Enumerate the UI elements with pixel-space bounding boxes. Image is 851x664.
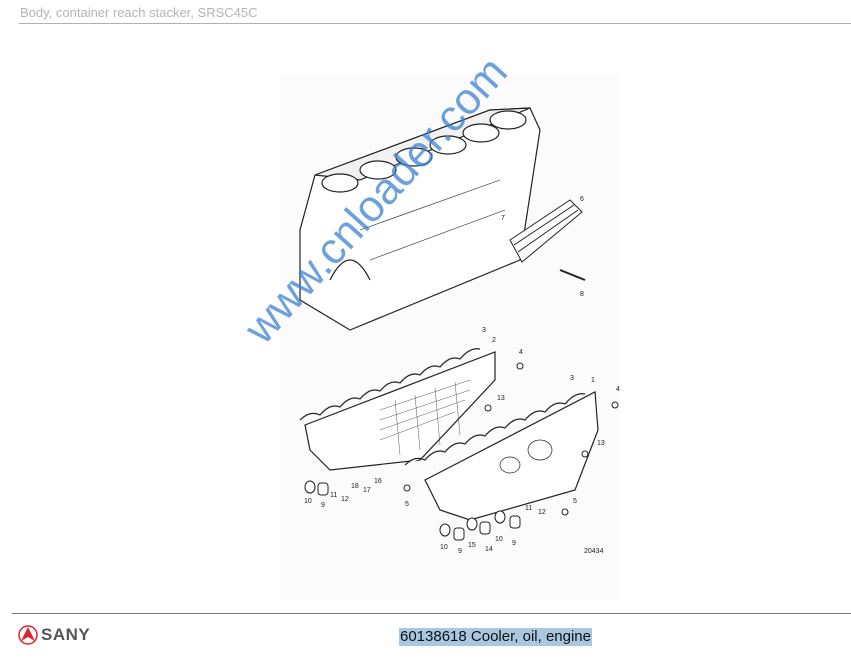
callout: 12 <box>341 496 349 503</box>
callout: 5 <box>573 498 577 505</box>
oil-pan-left <box>299 348 496 471</box>
callout: 14 <box>485 546 493 553</box>
callout: 6 <box>580 196 584 203</box>
oil-cooler <box>509 199 586 281</box>
callout: 13 <box>497 395 505 402</box>
callout-numbers: 6 7 8 3 2 4 13 3 1 4 13 10 9 11 12 18 17… <box>304 196 620 555</box>
callout: 10 <box>495 536 503 543</box>
footer-divider <box>12 613 851 614</box>
callout: 15 <box>468 542 476 549</box>
callout: 17 <box>363 487 371 494</box>
callout: 16 <box>374 478 382 485</box>
header-divider <box>19 23 851 24</box>
callout: 18 <box>351 483 359 490</box>
part-caption: 60138618 Cooler, oil, engine <box>399 628 592 646</box>
callout: 11 <box>330 492 337 499</box>
callout: 2 <box>492 337 496 344</box>
callout: 8 <box>580 291 584 298</box>
callout: 3 <box>482 327 486 334</box>
brand-name: SANY <box>41 625 91 644</box>
callout: 4 <box>616 386 620 393</box>
callout: 12 <box>538 509 546 516</box>
callout: 11 <box>525 505 532 512</box>
sany-logo: SANY <box>18 625 90 645</box>
callout: 1 <box>591 377 595 384</box>
oil-pan-right <box>404 391 599 521</box>
callout: 10 <box>304 498 312 505</box>
sany-logo-icon <box>18 625 38 645</box>
document-title: Body, container reach stacker, SRSC45C <box>20 5 258 20</box>
callout: 9 <box>321 502 325 509</box>
seals-and-plugs <box>304 362 619 541</box>
callout: 5 <box>405 501 409 508</box>
engine-block <box>299 107 541 331</box>
callout: 9 <box>458 548 462 555</box>
callout: 7 <box>501 215 505 222</box>
drawing-number: 20434 <box>584 548 604 555</box>
callout: 3 <box>570 375 574 382</box>
callout: 4 <box>519 349 523 356</box>
callout: 13 <box>597 440 605 447</box>
callout: 9 <box>512 540 516 547</box>
callout: 10 <box>440 544 448 551</box>
